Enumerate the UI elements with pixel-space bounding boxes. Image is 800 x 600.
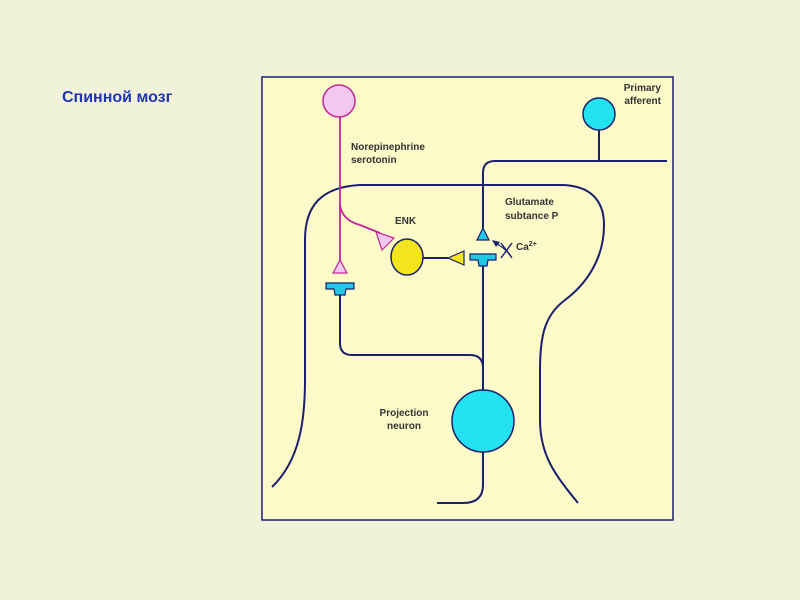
label-projection-line1: Projection	[380, 408, 429, 419]
primary-afferent-axon	[482, 160, 667, 228]
label-projection-line2: neuron	[387, 421, 421, 432]
label-serotonin: serotonin	[351, 155, 397, 166]
descending-terminal-projection	[331, 258, 349, 274]
label-primary-afferent-line2: afferent	[624, 96, 661, 107]
label-enk: ENK	[395, 216, 417, 227]
enk-terminal	[446, 250, 465, 266]
diagram-panel	[261, 76, 674, 521]
glutamate-receptor	[469, 253, 497, 267]
label-norepinephrine: Norepinephrine	[351, 142, 425, 153]
descending-axon-branch	[339, 204, 381, 234]
label-ca-superscript: 2+	[529, 241, 537, 248]
projection-dendrite-left	[339, 295, 484, 369]
label-substance-p: subtance P	[505, 211, 559, 222]
ca-block-cross-2	[500, 242, 513, 259]
projection-neuron-cell-body	[451, 389, 515, 453]
gray-matter-outline	[271, 184, 606, 504]
descending-neuron-cell-body	[322, 84, 356, 118]
enk-neuron-cell-body	[390, 238, 424, 276]
label-ca-base: Ca	[516, 242, 529, 253]
primary-afferent-cell-body	[582, 97, 616, 131]
primary-afferent-terminal	[476, 226, 490, 241]
label-primary-afferent-line1: Primary	[624, 83, 662, 94]
descending-terminal-enk	[375, 231, 396, 252]
label-glutamate: Glutamate	[505, 197, 554, 208]
page-title: Спинной мозг	[62, 89, 173, 106]
projection-neuron-axon	[437, 452, 484, 504]
monoamine-receptor	[325, 282, 355, 296]
label-ca: Ca2+	[516, 241, 537, 253]
ca-arrow-head	[492, 240, 500, 247]
